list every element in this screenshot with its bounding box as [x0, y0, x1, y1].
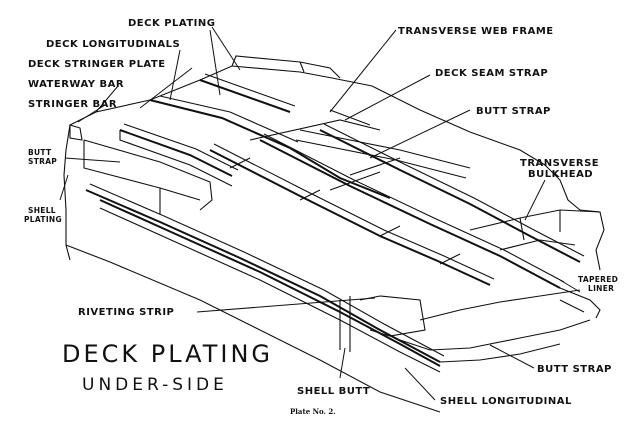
label-butt-strap-left-line1: BUTT	[28, 148, 52, 157]
label-butt-strap-top: BUTT STRAP	[476, 106, 551, 117]
structure-drawing	[63, 55, 605, 413]
label-shell-plating-line2: PLATING	[24, 215, 62, 224]
label-stringer-bar: STRINGER BAR	[28, 99, 117, 110]
diagram-subtitle: UNDER-SIDE	[82, 375, 228, 395]
label-riveting-strip: RIVETING STRIP	[78, 307, 174, 318]
label-deck-plating: DECK PLATING	[128, 18, 215, 29]
label-deck-seam-strap: DECK SEAM STRAP	[435, 68, 548, 79]
label-shell-longitudinal: SHELL LONGITUDINAL	[440, 396, 572, 407]
label-transverse-bulkhead-line2: BULKHEAD	[528, 169, 593, 180]
label-shell-butt: SHELL BUTT	[297, 386, 370, 397]
label-transverse-bulkhead-line1: TRANSVERSE	[520, 158, 599, 169]
label-butt-strap-left-line2: STRAP	[28, 157, 57, 166]
leader-lines	[59, 26, 581, 401]
label-deck-longitudinals: DECK LONGITUDINALS	[46, 39, 180, 50]
plate-reference: Plate No. 2.	[290, 407, 336, 416]
label-deck-stringer-plate: DECK STRINGER PLATE	[28, 59, 166, 70]
title-block: DECK PLATING UNDER-SIDE Plate No. 2.	[62, 340, 336, 416]
label-tapered-liner-line1: TAPERED	[578, 275, 618, 284]
label-shell-plating-line1: SHELL	[28, 206, 56, 215]
label-butt-strap-bottom: BUTT STRAP	[537, 364, 612, 375]
label-transverse-web-frame: TRANSVERSE WEB FRAME	[398, 26, 554, 37]
diagram-title: DECK PLATING	[62, 340, 273, 368]
labels: DECK PLATING DECK LONGITUDINALS DECK STR…	[24, 18, 618, 407]
label-waterway-bar: WATERWAY BAR	[28, 79, 124, 90]
label-tapered-liner-line2: LINER	[588, 284, 614, 293]
